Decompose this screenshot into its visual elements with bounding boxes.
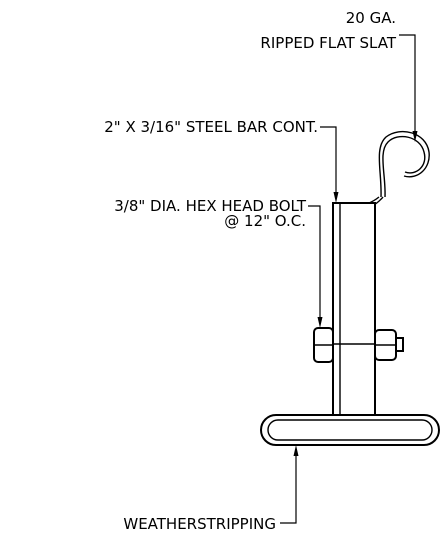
leader-weatherstripping-arrow xyxy=(293,445,299,456)
leader-bolt xyxy=(308,205,321,318)
flat-slat-hook-inner xyxy=(378,130,430,198)
leader-steel-bar xyxy=(320,126,337,194)
leader-slat xyxy=(399,34,416,133)
label-bolt-line1: 3/8" DIA. HEX HEAD BOLT xyxy=(114,197,307,215)
leader-steel-bar-arrow xyxy=(333,192,339,203)
leader-weatherstripping xyxy=(280,456,297,524)
label-bolt-line2: @ 12" O.C. xyxy=(224,212,306,230)
label-weatherstripping: WEATHERSTRIPPING xyxy=(123,515,276,533)
leader-bolt-arrow xyxy=(317,317,323,328)
weatherstripping-outer xyxy=(260,414,440,446)
bolt-thread-end xyxy=(395,337,404,352)
label-slat-line2: RIPPED FLAT SLAT xyxy=(260,34,396,52)
label-steel-bar: 2" X 3/16" STEEL BAR CONT. xyxy=(104,118,318,136)
label-slat-line1: 20 GA. xyxy=(346,9,396,27)
flat-slat-hook xyxy=(382,135,426,198)
weatherstripping-inner xyxy=(267,419,433,441)
